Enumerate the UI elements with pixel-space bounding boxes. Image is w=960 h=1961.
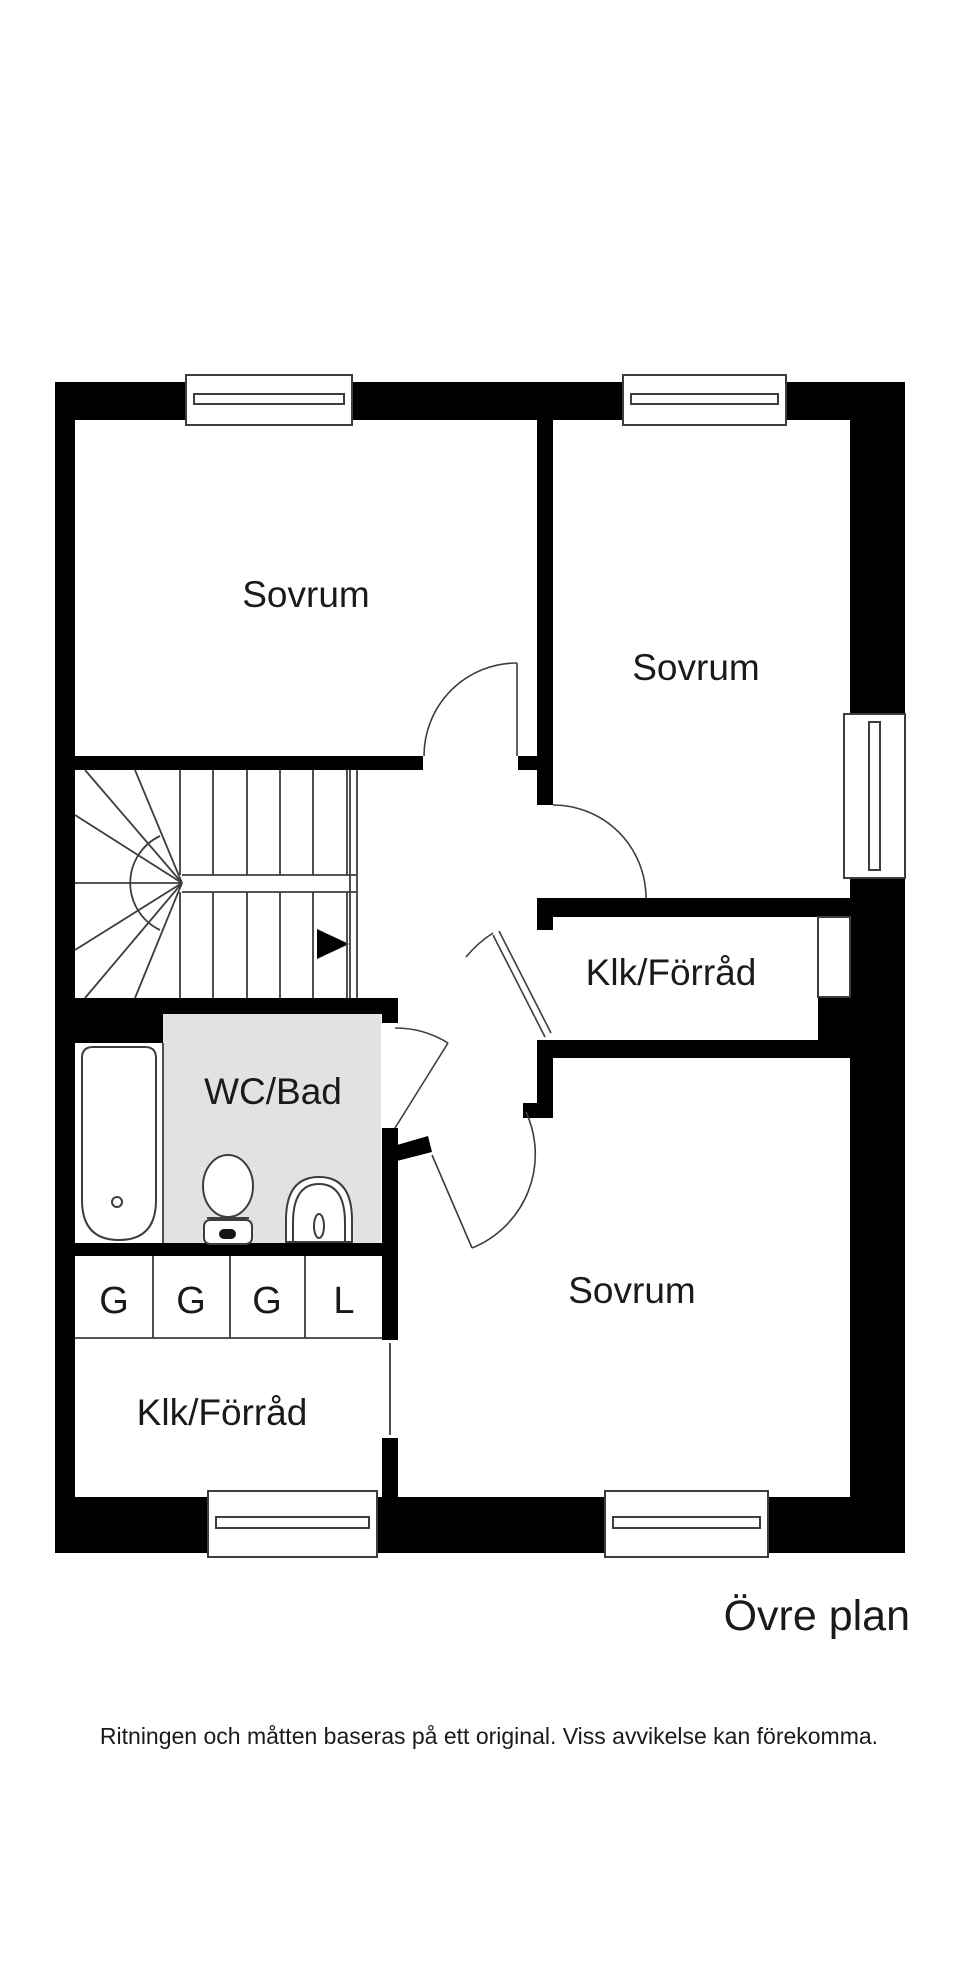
door-bedroom-bottom (431, 1111, 537, 1249)
wall-below-bathroom (75, 1243, 398, 1256)
door-bedroom-top-left (423, 662, 518, 757)
window-glazing (612, 1516, 761, 1529)
door-leaf (431, 1154, 473, 1249)
wardrobe-row (75, 1256, 382, 1339)
door-arc (465, 932, 494, 958)
wall-bedroom1-bottom (75, 756, 423, 770)
stair-winder-arc (129, 835, 161, 931)
label-wardrobe-3: G (252, 1280, 282, 1322)
door-bathroom (394, 1027, 449, 1129)
door-closet-right (465, 930, 552, 1038)
wall-stub-bedroom3-door (523, 1103, 553, 1118)
wall-exterior-left (55, 382, 75, 1553)
windows (185, 374, 906, 1558)
disclaimer: Ritningen och måtten baseras på ett orig… (100, 1723, 878, 1749)
stairs (74, 769, 358, 999)
wall-exterior-bottom (55, 1497, 905, 1553)
label-bedroom-bottom: Sovrum (568, 1270, 695, 1311)
wall-notch-filler (818, 997, 850, 1040)
door-arc (423, 662, 518, 757)
door-arc (394, 1027, 449, 1044)
bathtub (81, 1046, 157, 1242)
window-glazing (193, 393, 345, 405)
wall-bathroom-right (382, 1128, 398, 1340)
door-bedroom-top-right (552, 804, 647, 899)
window-top-right (622, 374, 787, 426)
window-glazing (215, 1516, 370, 1529)
window-bottom-left (207, 1490, 378, 1558)
bathtub-drain (111, 1196, 123, 1208)
toilet-bowl (202, 1154, 254, 1218)
label-bathroom: WC/Bad (204, 1071, 342, 1112)
wall-between-top-bedrooms (537, 420, 553, 805)
wall-bedroom1-bottom-stub (518, 756, 537, 770)
window-glazing (630, 393, 779, 405)
wall-stub-angled (397, 1136, 432, 1161)
stairs-direction-arrow (317, 929, 349, 959)
wall-closet-right-top (537, 898, 850, 917)
door-leaf-edge (498, 930, 552, 1034)
label-closet-right: Klk/Förråd (586, 952, 757, 993)
window-glazing (868, 721, 881, 871)
wall-hall-bedroom3 (537, 1040, 553, 1118)
window-right (843, 713, 906, 879)
label-wardrobe-2: G (176, 1280, 206, 1322)
window-top-left (185, 374, 353, 426)
wall-above-bathtub (75, 998, 163, 1043)
toilet (202, 1154, 254, 1245)
toilet-flush-button (219, 1229, 236, 1239)
label-wardrobe-4: L (333, 1280, 354, 1322)
thin-lines (74, 769, 391, 1435)
wall-closet-bedroom-divider (382, 1438, 398, 1497)
wall-stub-bathroom-door-top (382, 998, 398, 1023)
sink (285, 1175, 353, 1243)
door-leaf (492, 934, 546, 1038)
door-arc (471, 1111, 537, 1249)
plan-title: Övre plan (724, 1592, 910, 1640)
wall-closet-right-bottom (537, 1040, 850, 1058)
door-arc (552, 804, 647, 899)
wall-closet-right-top-stub (537, 898, 553, 930)
room-labels: Sovrum Sovrum Klk/Förråd WC/Bad Sovrum K… (99, 574, 910, 1749)
window-bottom-right (604, 1490, 769, 1558)
sink-tap (313, 1213, 325, 1239)
label-bedroom-top-left: Sovrum (242, 574, 369, 615)
wall-recess-notch (817, 916, 851, 998)
label-closet-bottom: Klk/Förråd (137, 1392, 308, 1433)
door-leaf (394, 1042, 449, 1129)
label-wardrobe-1: G (99, 1280, 129, 1322)
walls (55, 382, 905, 1553)
door-swings (394, 662, 647, 1249)
wall-exterior-right (850, 382, 905, 1553)
label-bedroom-top-right: Sovrum (632, 647, 759, 688)
fixtures (81, 1046, 353, 1245)
